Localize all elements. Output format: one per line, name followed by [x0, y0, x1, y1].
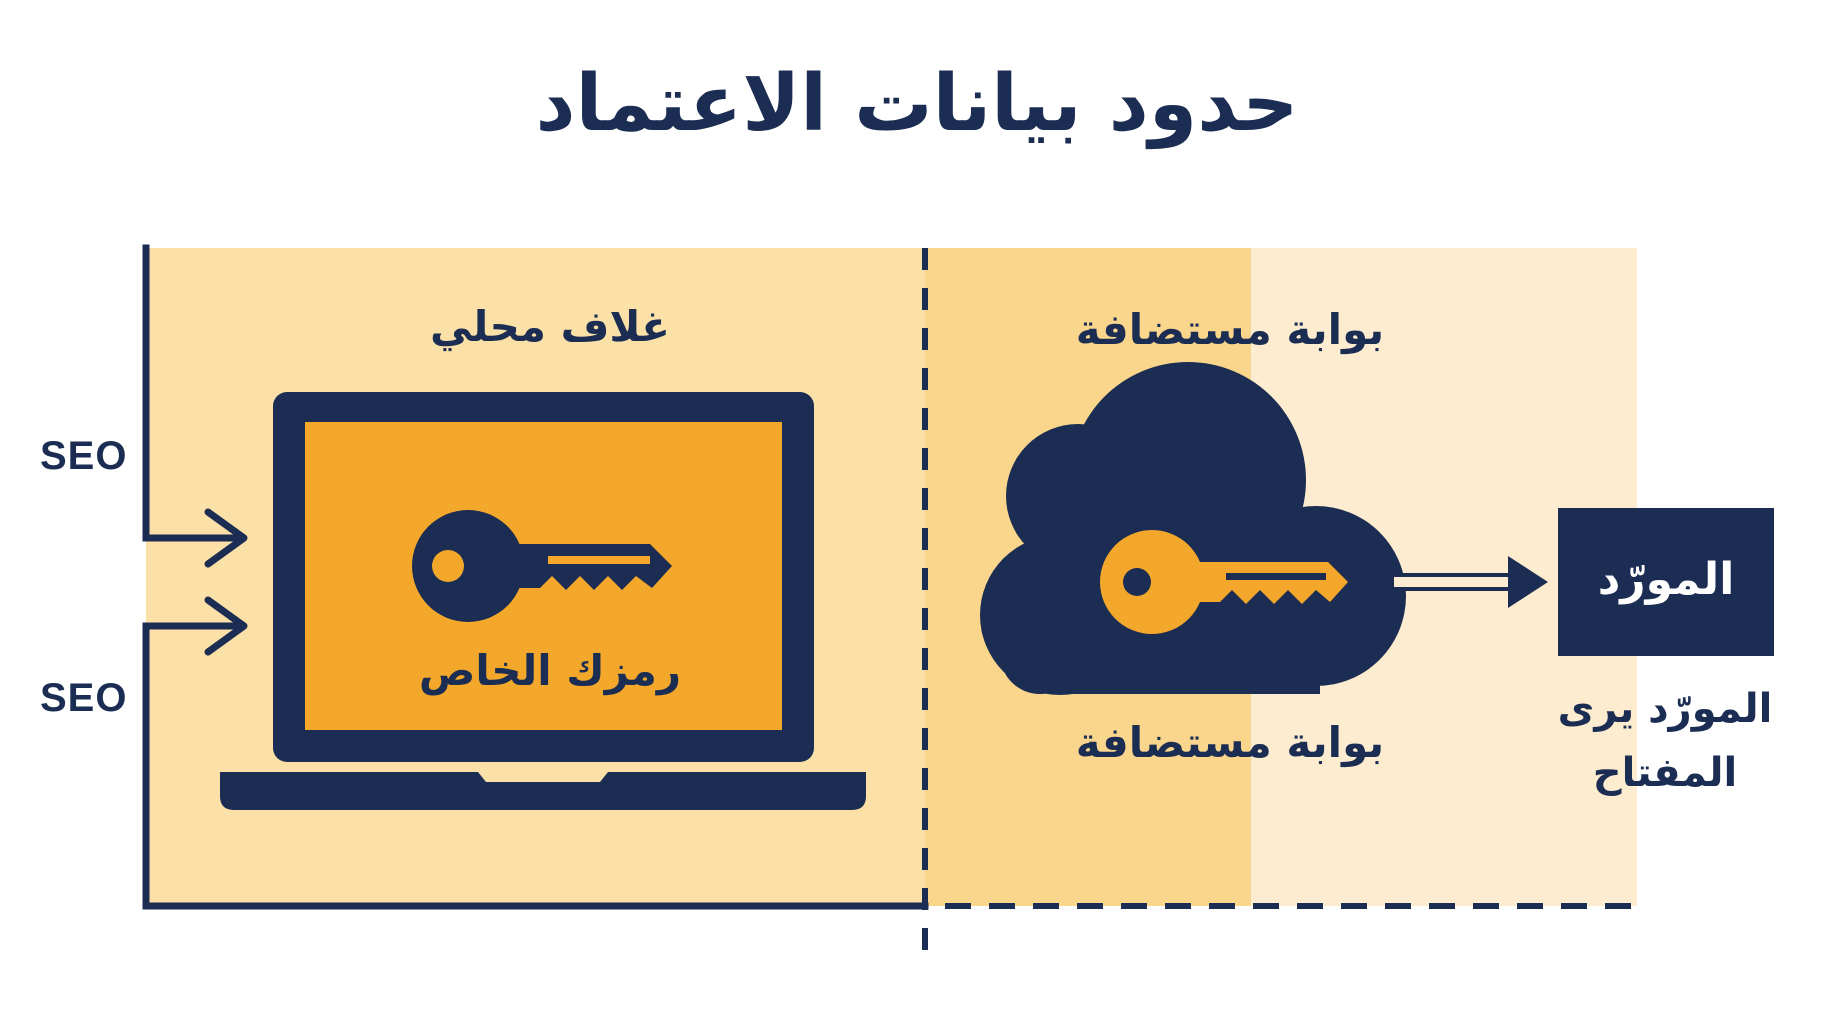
vendor-box-label: المورّد	[1597, 554, 1735, 605]
input-label-bottom: SEO	[40, 676, 128, 720]
cloud-key-icon	[1100, 530, 1348, 634]
hosted-heading-bottom: بوابة مستضافة	[1075, 718, 1385, 767]
laptop-icon	[220, 392, 866, 810]
local-heading: غلاف محلي	[430, 302, 670, 351]
vendor-arrow	[1390, 556, 1548, 608]
input-arrow-top	[204, 508, 248, 568]
key-icon	[412, 510, 672, 622]
page-title: حدود بيانات الاعتماد	[535, 59, 1299, 149]
vendor-caption-line1: المورّد يرى	[1557, 686, 1773, 732]
vendor-box	[1558, 508, 1774, 656]
input-arrow-bottom	[204, 596, 248, 656]
key-caption: رمزك الخاص	[418, 646, 682, 695]
hosted-heading-top: بوابة مستضافة	[1075, 305, 1385, 354]
input-label-top: SEO	[40, 434, 128, 478]
vendor-caption-line2: المفتاح	[1592, 750, 1738, 796]
local-boundary	[142, 244, 929, 910]
